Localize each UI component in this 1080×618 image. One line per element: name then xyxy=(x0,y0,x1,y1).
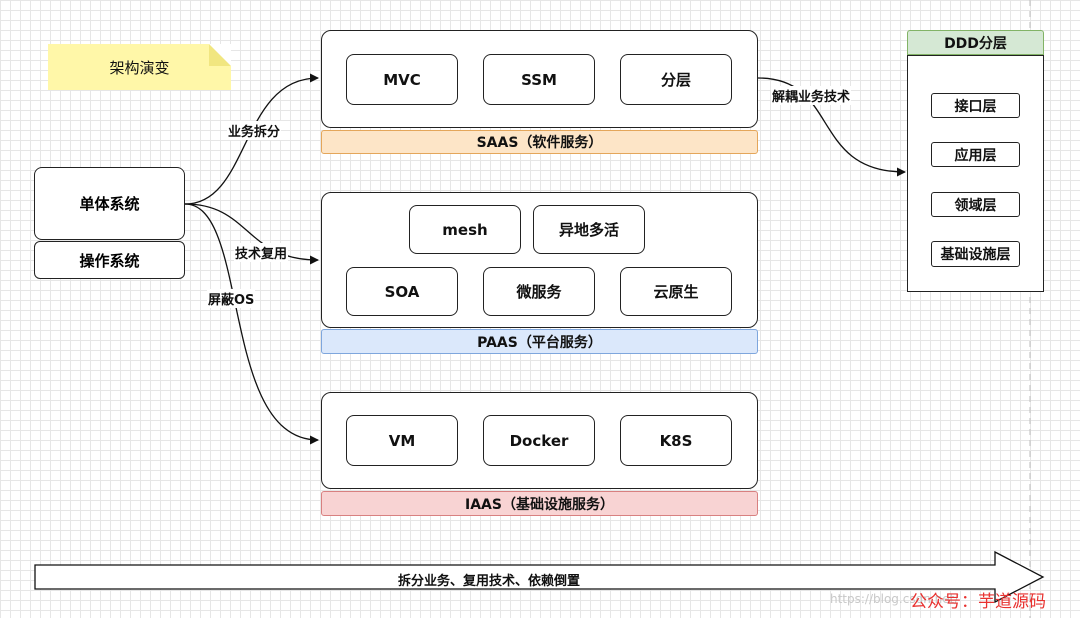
edge-label-reuse: 技术复用 xyxy=(234,243,289,262)
iaas-item-docker: Docker xyxy=(483,415,595,466)
note-fold-corner xyxy=(209,44,231,66)
paas-item-microservice: 微服务 xyxy=(483,267,595,316)
saas-item-ssm: SSM xyxy=(483,54,595,105)
bottom-arrow-label: 拆分业务、复用技术、依赖倒置 xyxy=(398,574,581,589)
ddd-layer-domain: 领域层 xyxy=(931,192,1020,217)
edge-label-shield: 屏蔽OS xyxy=(207,289,256,308)
paas-band: PAAS（平台服务） xyxy=(321,329,758,354)
paas-item-multi-active: 异地多活 xyxy=(533,205,645,254)
monolith-system-box: 单体系统 xyxy=(34,167,185,240)
saas-item-mvc: MVC xyxy=(346,54,458,105)
title-note: 架构演变 xyxy=(48,44,231,90)
os-box: 操作系统 xyxy=(34,241,185,279)
iaas-item-vm: VM xyxy=(346,415,458,466)
paas-item-cloud-native: 云原生 xyxy=(620,267,732,316)
arrow-to-ddd xyxy=(757,77,906,177)
monolith-system-label: 单体系统 xyxy=(79,195,140,213)
edge-label-decouple: 解耦业务技术 xyxy=(771,86,852,105)
iaas-band: IAAS（基础设施服务） xyxy=(321,491,758,516)
ddd-layer-interface: 接口层 xyxy=(931,93,1020,118)
paas-item-soa: SOA xyxy=(346,267,458,316)
saas-item-layered: 分层 xyxy=(620,54,732,105)
ddd-title: DDD分层 xyxy=(907,30,1044,55)
paas-item-mesh: mesh xyxy=(409,205,521,254)
iaas-item-k8s: K8S xyxy=(620,415,732,466)
watermark-url: https://blog.csdn.net/ xyxy=(830,592,959,606)
arrow-to-iaas xyxy=(184,203,319,445)
arrow-to-paas xyxy=(184,203,319,265)
ddd-layer-infrastructure: 基础设施层 xyxy=(931,241,1020,267)
bottom-progress-arrow xyxy=(34,550,1045,604)
ddd-layer-application: 应用层 xyxy=(931,142,1020,167)
saas-band: SAAS（软件服务） xyxy=(321,130,758,154)
edge-label-split: 业务拆分 xyxy=(227,121,282,140)
os-label: 操作系统 xyxy=(79,251,140,270)
arrow-to-saas xyxy=(184,73,319,205)
ddd-title-label: DDD分层 xyxy=(944,35,1007,52)
title-note-label: 架构演变 xyxy=(109,58,170,77)
watermark-account: 公众号：芋道源码 xyxy=(910,592,1046,612)
